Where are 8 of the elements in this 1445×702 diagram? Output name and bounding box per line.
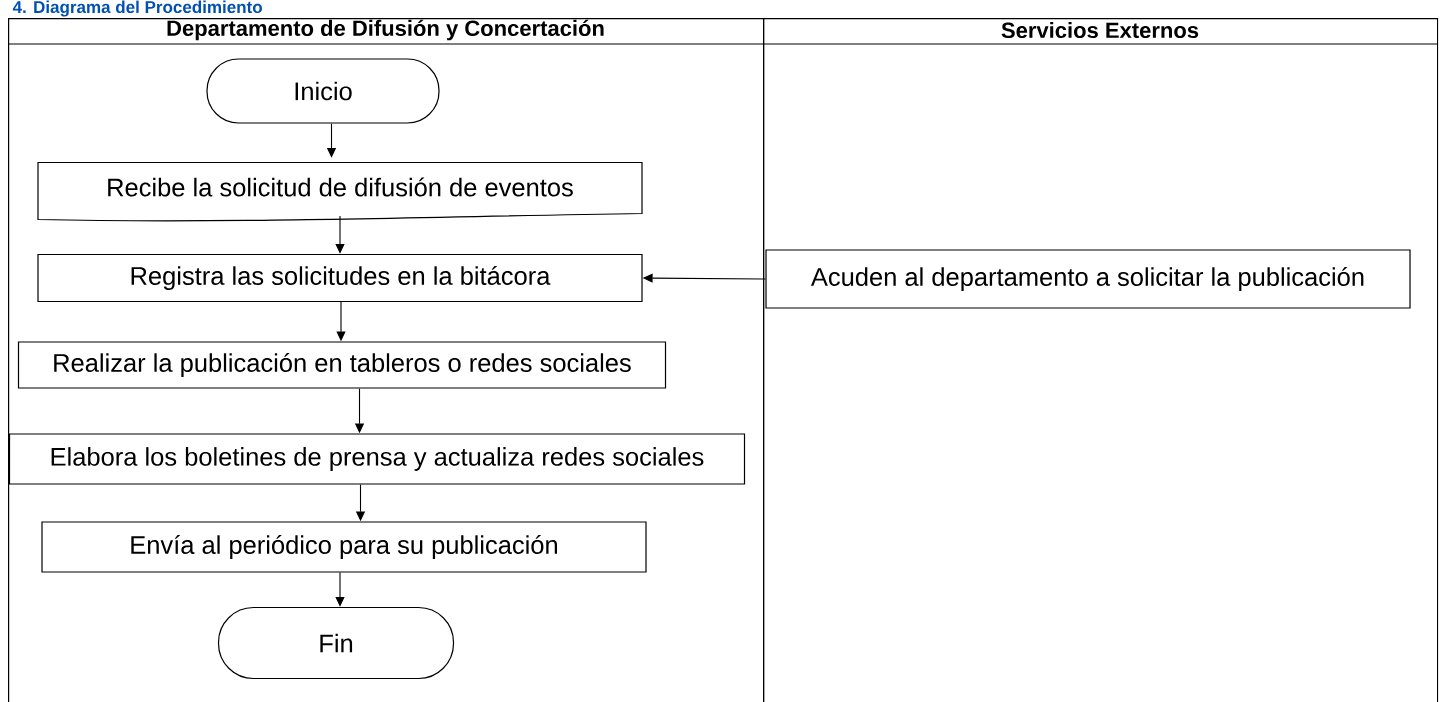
process-box: Envía al periódico para su publicación — [41, 521, 647, 573]
process-box: Registra las solicitudes en la bitácora — [37, 253, 643, 303]
arrow — [335, 572, 345, 607]
process-box: Realizar la publicación en tableros o redes sociales — [17, 341, 667, 389]
process-box: Acuden al departamento a solicitar la publicación — [765, 249, 1411, 309]
process-box: Elabora los boletines de prensa y actualiza redes sociales — [8, 433, 746, 485]
arrow — [335, 215, 345, 254]
heading: 4. Diagrama del Procedimiento — [12, 0, 262, 17]
